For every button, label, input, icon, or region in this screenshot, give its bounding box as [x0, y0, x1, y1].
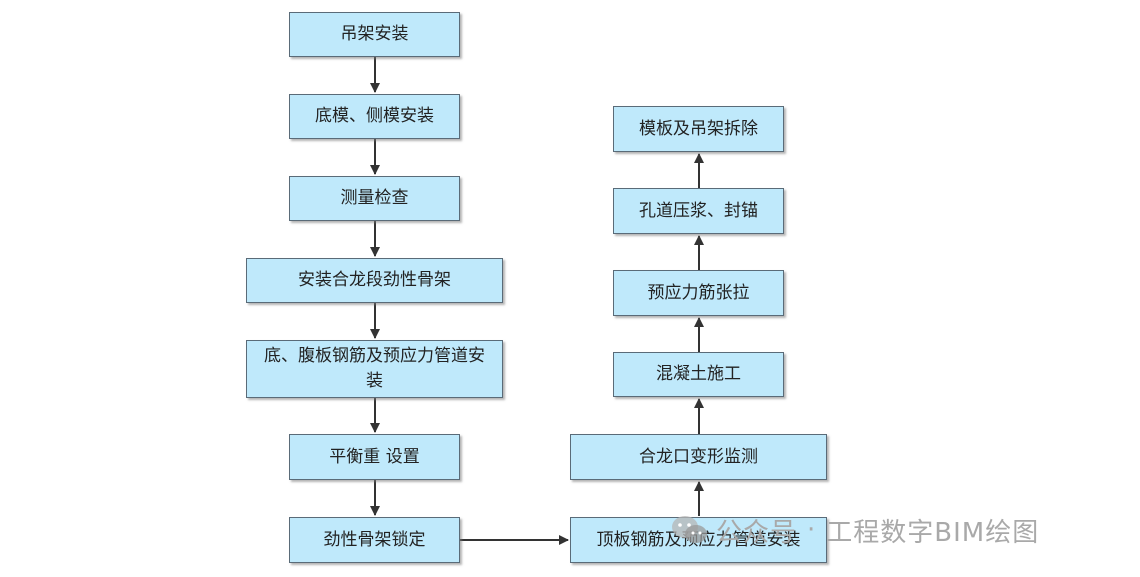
wechat-icon	[672, 516, 707, 543]
step-counterweight: 平衡重 设置	[289, 434, 460, 480]
watermark-separator: ·	[807, 515, 817, 545]
step-prestress-tension: 预应力筋张拉	[613, 270, 784, 316]
step-stiff-frame-install: 安装合龙段劲性骨架	[246, 258, 503, 303]
watermark: 公众号 · 工程数字BIM绘图	[670, 512, 1039, 548]
step-grout-anchor: 孔道压浆、封锚	[613, 188, 784, 234]
step-frame-lock: 劲性骨架锁定	[289, 517, 460, 563]
step-survey-check: 测量检查	[289, 176, 460, 221]
step-remove-formwork: 模板及吊架拆除	[613, 106, 784, 152]
step-formwork-install: 底模、侧模安装	[289, 94, 460, 139]
watermark-source: 公众号	[716, 517, 798, 548]
watermark-name: 工程数字BIM绘图	[826, 517, 1040, 548]
step-concrete-pour: 混凝土施工	[613, 352, 784, 397]
step-hanger-install: 吊架安装	[289, 12, 460, 57]
step-bottom-web-rebar: 底、腹板钢筋及预应力管道安装	[246, 340, 503, 398]
step-closure-monitoring: 合龙口变形监测	[570, 434, 827, 480]
